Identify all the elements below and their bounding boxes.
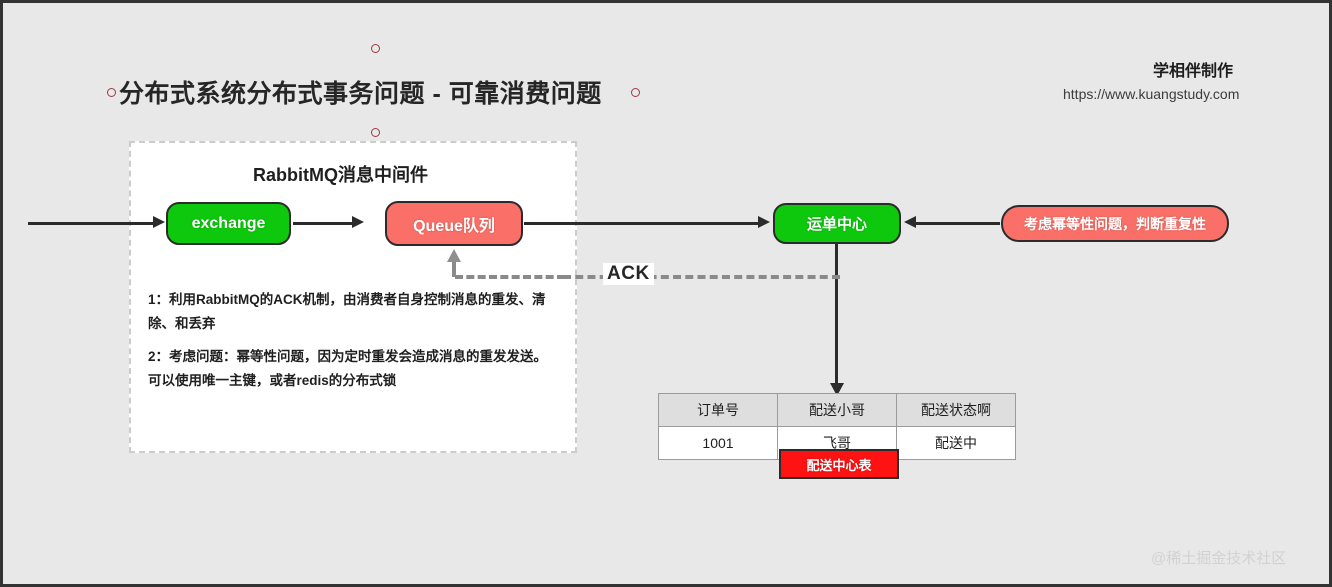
node-queue[interactable]: Queue队列: [385, 201, 523, 246]
node-waybill-center[interactable]: 运单中心: [773, 203, 901, 244]
selection-handle-left[interactable]: [107, 88, 116, 97]
selection-handle-top[interactable]: [371, 44, 380, 53]
note-idempotency: 2：考虑问题：幂等性问题，因为定时重发会造成消息的重发发送。可以使用唯一主键，或…: [148, 349, 548, 388]
brand-maker-label: 学相伴制作: [1153, 63, 1234, 80]
arrowhead-input-to-exchange: [153, 216, 165, 228]
ack-dashed-riser: [452, 261, 456, 277]
arrowhead-ack-to-queue: [447, 249, 461, 262]
selection-handle-right[interactable]: [631, 88, 640, 97]
connector-input-to-exchange: [28, 222, 154, 225]
arrowhead-idempotency-to-waybill-center: [904, 216, 916, 228]
ack-dashed-line: [563, 275, 840, 279]
page-title: 分布式系统分布式事务问题 - 可靠消费问题: [119, 80, 602, 108]
ack-label: ACK: [603, 263, 654, 285]
arrowhead-exchange-to-queue: [352, 216, 364, 228]
table-header-order-no: 订单号: [658, 393, 778, 427]
delivery-table: 订单号 配送小哥 配送状态啊 1001 飞哥 配送中: [658, 393, 1016, 460]
connector-queue-to-waybill-center: [524, 222, 759, 225]
brand-url-label: https://www.kuangstudy.com: [1063, 86, 1240, 102]
ack-dashed-line-left: [455, 275, 565, 279]
connector-exchange-to-queue: [293, 222, 353, 225]
connector-waybill-center-to-table: [835, 244, 838, 387]
rabbitmq-container: [129, 141, 577, 453]
selection-handle-bottom[interactable]: [371, 128, 380, 137]
table-header-status: 配送状态啊: [896, 393, 1016, 427]
connector-idempotency-to-waybill-center: [916, 222, 1000, 225]
cell-status: 配送中: [896, 426, 1016, 460]
note-ack-mechanism: 1：利用RabbitMQ的ACK机制，由消费者自身控制消息的重发、清除、和丢弃: [148, 292, 546, 331]
table-header-row: 订单号 配送小哥 配送状态啊: [658, 393, 1016, 427]
table-header-courier: 配送小哥: [777, 393, 897, 427]
table-caption-badge: 配送中心表: [779, 449, 899, 479]
rabbitmq-container-title: RabbitMQ消息中间件: [253, 165, 428, 185]
community-watermark: @稀土掘金技术社区: [1151, 550, 1287, 567]
node-idempotency-note[interactable]: 考虑幂等性问题，判断重复性: [1001, 205, 1229, 242]
arrowhead-queue-to-waybill-center: [758, 216, 770, 228]
node-exchange[interactable]: exchange: [166, 202, 291, 245]
arrowhead-waybill-center-to-table: [830, 383, 844, 396]
cell-order-no: 1001: [658, 426, 778, 460]
